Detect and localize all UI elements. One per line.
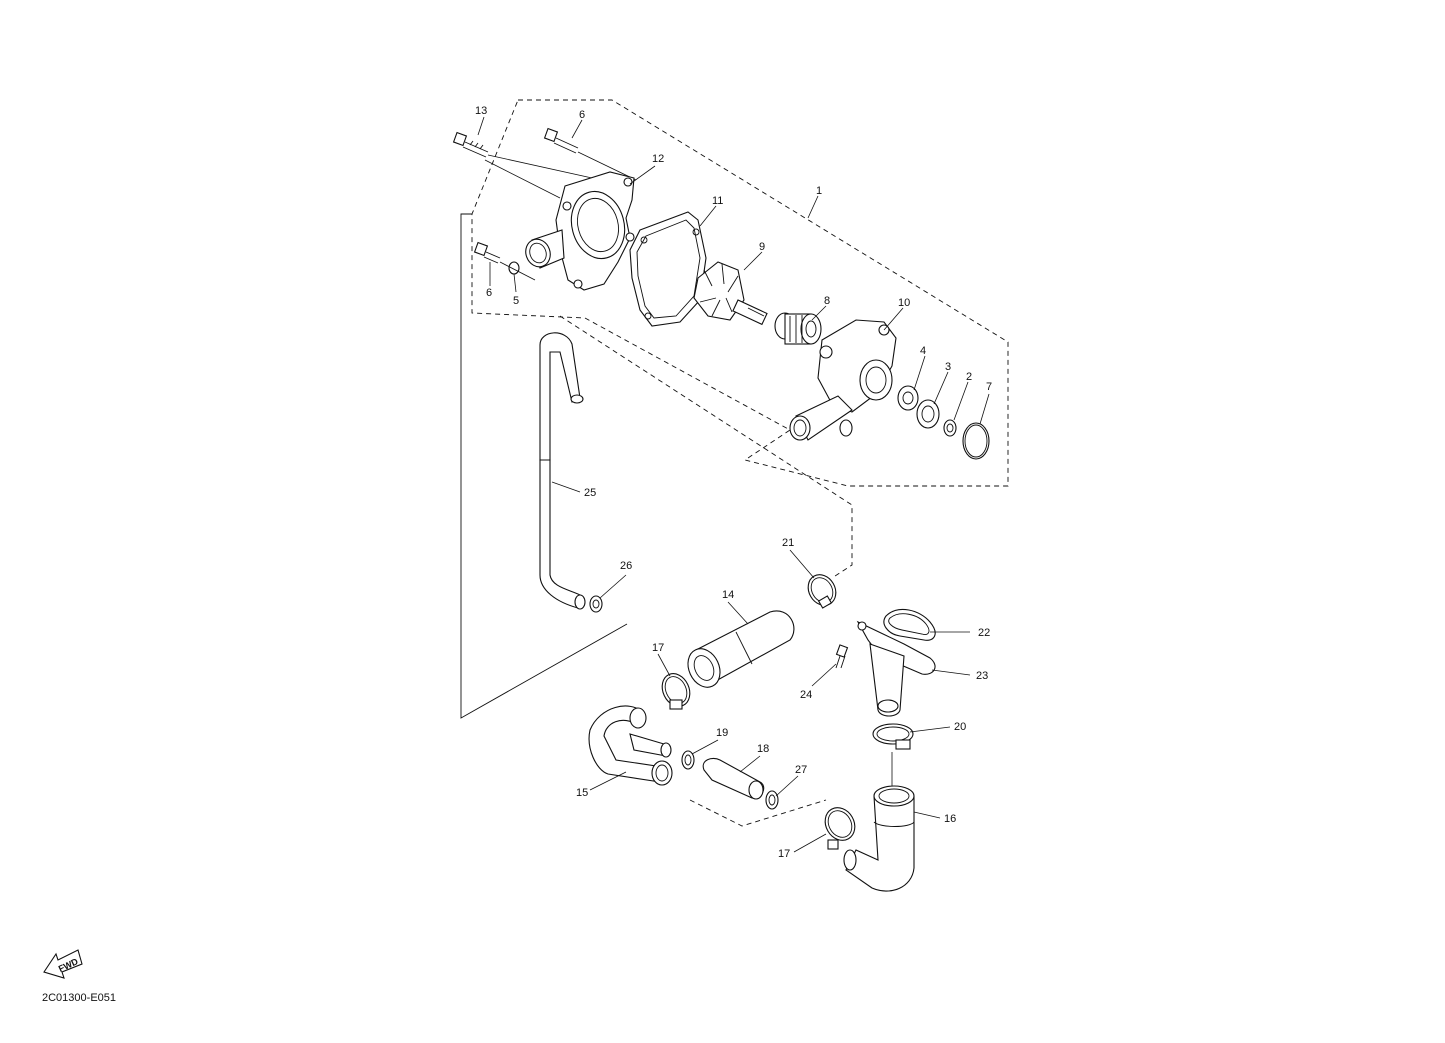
- callout-9: 9: [759, 241, 765, 253]
- guide-line-lower: [689, 799, 827, 827]
- callout-25: 25: [584, 487, 596, 499]
- callout-22: 22: [978, 627, 990, 639]
- pipe-15: [588, 705, 673, 786]
- clamp-17-lower: [824, 807, 856, 850]
- callout-12: 12: [652, 153, 664, 165]
- fwd-arrow-icon: FWD: [43, 949, 83, 979]
- callout-1: 1: [816, 185, 822, 197]
- callout-24: 24: [800, 689, 812, 701]
- callout-27: 27: [795, 764, 807, 776]
- gasket-11: [629, 211, 707, 327]
- pump-housing-10: [789, 319, 897, 441]
- callout-11: 11: [712, 195, 723, 207]
- impeller-shaft-9: [693, 261, 768, 326]
- callout-3: 3: [945, 361, 951, 373]
- callout-15: 15: [576, 787, 588, 799]
- callout-17-lower: 17: [778, 848, 790, 860]
- hose-16: [843, 785, 915, 892]
- callout-7: 7: [986, 381, 992, 393]
- clamp-19: [681, 750, 695, 770]
- callout-6-lower: 6: [486, 287, 492, 299]
- callout-8: 8: [824, 295, 830, 307]
- hose-25: [539, 332, 586, 610]
- leader-lines: [477, 116, 990, 853]
- clamp-20: [872, 723, 914, 750]
- callout-4: 4: [920, 345, 926, 357]
- hose-18: [702, 757, 765, 800]
- gasket-22: [883, 608, 936, 641]
- callout-5: 5: [513, 295, 519, 307]
- seal-4: [897, 385, 919, 411]
- clamp-17-upper: [661, 673, 691, 710]
- bolt-13: [452, 131, 489, 158]
- mechanical-seal-8: [774, 312, 822, 345]
- washer-2: [943, 419, 957, 437]
- callout-6-top: 6: [579, 109, 585, 121]
- callout-20: 20: [954, 721, 966, 733]
- clip-26: [589, 595, 603, 613]
- callout-19: 19: [716, 727, 728, 739]
- pump-cover-12: [525, 171, 635, 291]
- callout-2: 2: [966, 371, 972, 383]
- guide-line-hose: [559, 315, 853, 579]
- clamp-21: [807, 574, 837, 609]
- callout-14: 14: [722, 589, 734, 601]
- callout-16: 16: [944, 813, 956, 825]
- callout-26: 26: [620, 560, 632, 572]
- fitting-23: [856, 620, 936, 717]
- guide-line-left: [460, 213, 628, 719]
- callout-18: 18: [757, 743, 769, 755]
- callout-23: 23: [976, 670, 988, 682]
- bearing-3: [916, 399, 940, 429]
- clamp-27: [765, 790, 779, 810]
- hose-14: [687, 610, 795, 688]
- callout-13: 13: [475, 105, 487, 117]
- bolt-6-lower: [473, 241, 501, 264]
- callout-17-upper: 17: [652, 642, 664, 654]
- callout-10: 10: [898, 297, 910, 309]
- bolt-6-top: [543, 127, 579, 154]
- washer-5: [508, 261, 520, 275]
- o-ring-7: [962, 422, 990, 460]
- bolt-24: [835, 644, 849, 669]
- drawing-code: 2C01300-E051: [42, 992, 116, 1004]
- callout-21: 21: [782, 537, 794, 549]
